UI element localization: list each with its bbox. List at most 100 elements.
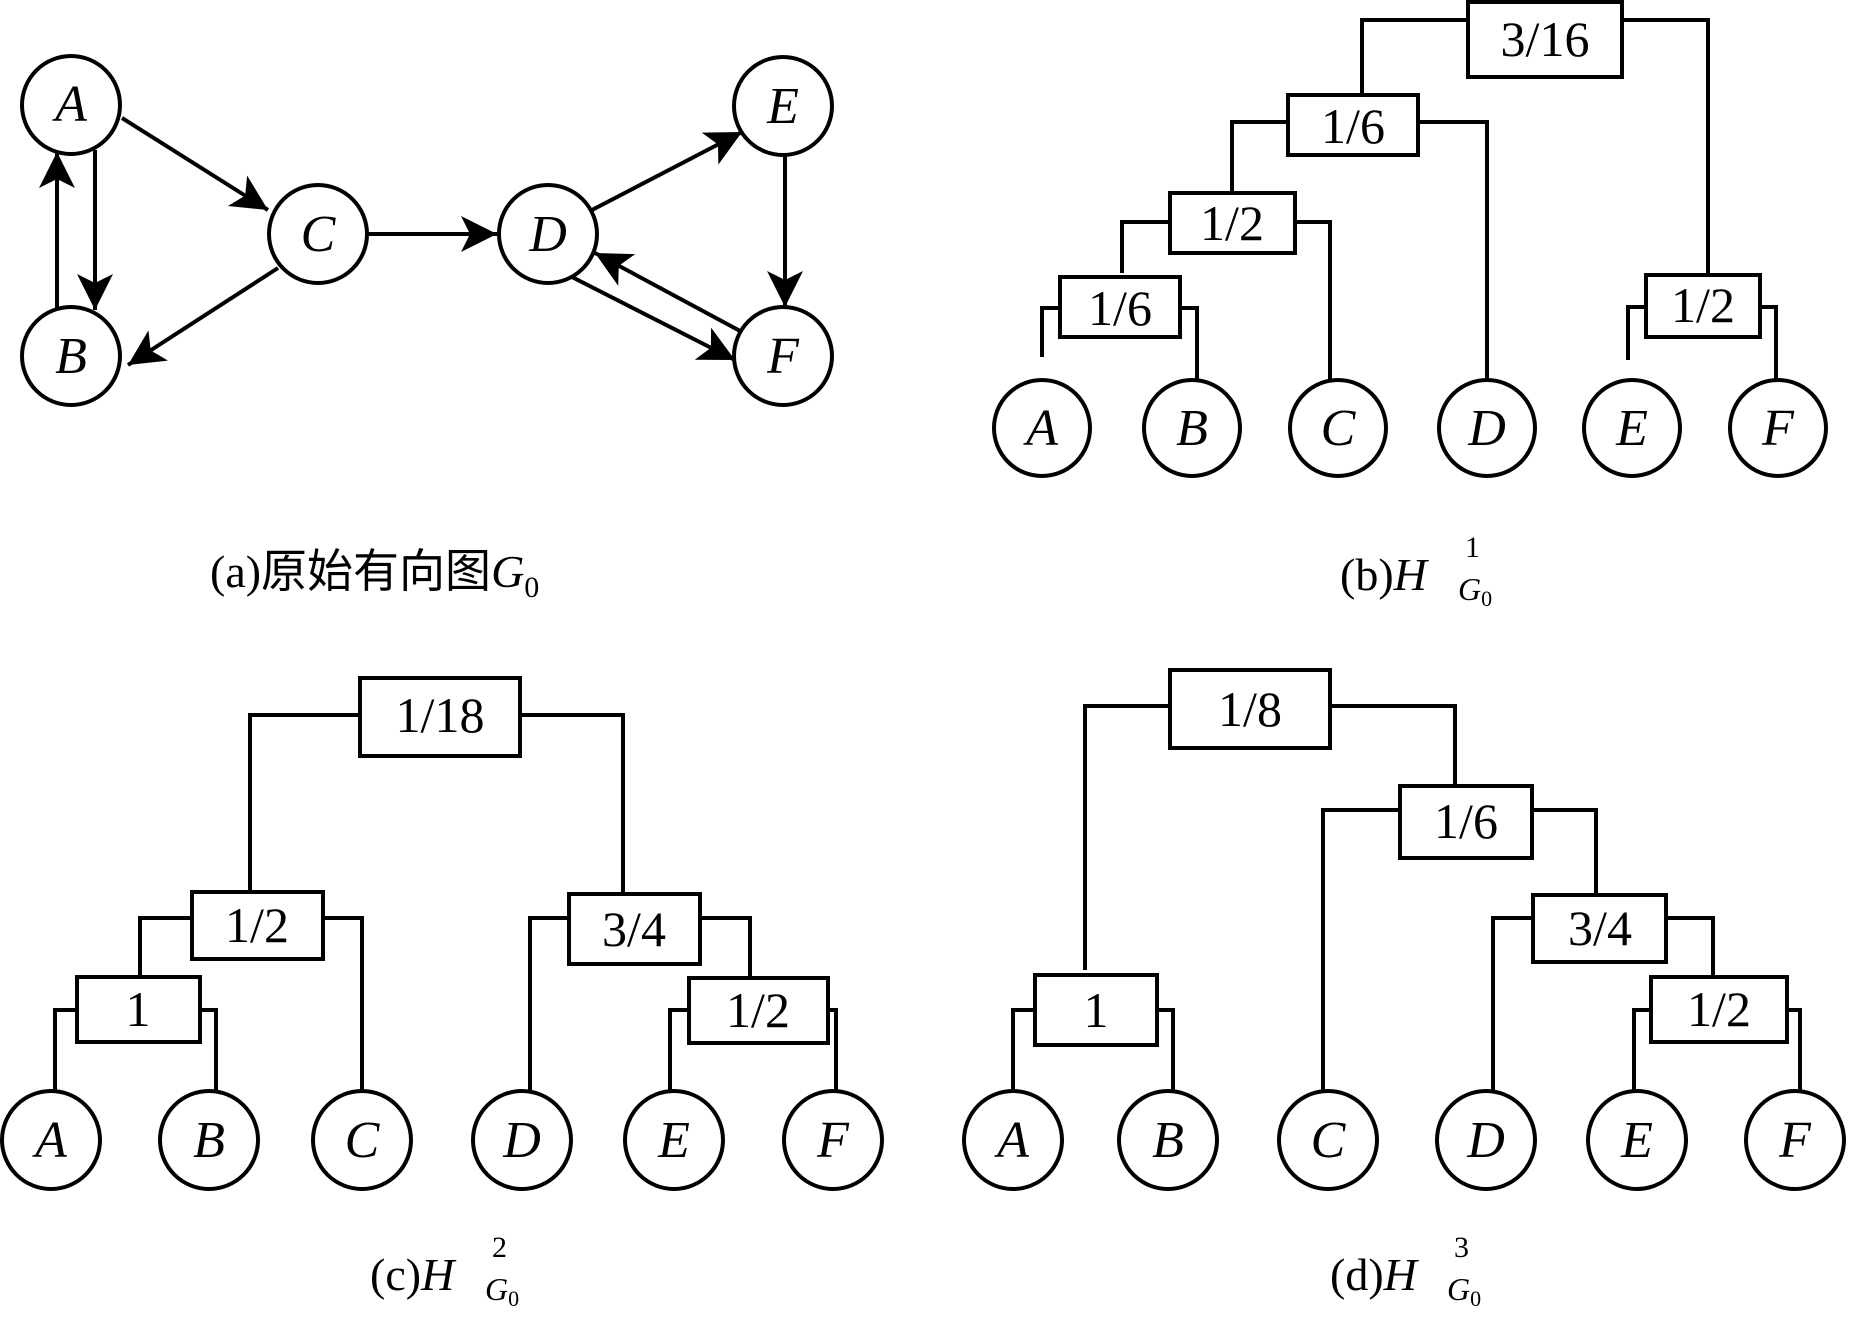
connector: [1157, 1008, 1175, 1090]
value-box: 1/6: [1398, 784, 1534, 860]
connector: [1532, 808, 1598, 895]
svg-text:C: C: [1321, 400, 1357, 457]
leaf-F: F: [1744, 1089, 1846, 1191]
svg-text:F: F: [766, 328, 800, 385]
caption-c-sup: 2: [492, 1231, 507, 1264]
connector: [1360, 18, 1468, 95]
connector: [1040, 306, 1060, 357]
svg-text:C: C: [345, 1112, 381, 1169]
svg-text:A: A: [1023, 400, 1058, 457]
value-box: 3/4: [567, 892, 702, 966]
svg-text:D: D: [528, 206, 567, 263]
node-D: D: [497, 183, 599, 285]
connector: [1295, 220, 1332, 385]
svg-text:1: 1: [126, 981, 151, 1037]
leaf-A: A: [962, 1089, 1064, 1191]
connector: [1760, 305, 1778, 385]
svg-text:1/2: 1/2: [225, 897, 289, 953]
connector: [828, 1008, 838, 1090]
leaf-D: D: [471, 1089, 573, 1191]
caption-b-sup: 1: [1465, 531, 1480, 564]
leaf-A: A: [992, 378, 1092, 478]
node-C: C: [267, 183, 369, 285]
connector: [528, 916, 569, 1090]
value-box: 1: [75, 975, 202, 1044]
leaf-E: E: [1586, 1089, 1688, 1191]
caption-a: (a)原始有向图G0: [210, 546, 539, 604]
svg-text:E: E: [766, 78, 799, 135]
edge-A-C: [120, 116, 270, 212]
node-B: B: [20, 305, 122, 407]
connector: [668, 1008, 689, 1090]
leaf-E: E: [1582, 378, 1682, 478]
svg-text:D: D: [1467, 400, 1506, 457]
svg-text:B: B: [55, 328, 87, 385]
leaf-D: D: [1437, 378, 1537, 478]
leaf-B: B: [1117, 1089, 1219, 1191]
connector: [700, 916, 752, 978]
connector: [1321, 808, 1400, 1090]
svg-text:3/16: 3/16: [1501, 11, 1590, 67]
leaf-D: D: [1435, 1089, 1537, 1191]
leaf-C: C: [1288, 378, 1388, 478]
svg-text:1: 1: [1084, 982, 1109, 1038]
value-box: 1/18: [358, 676, 522, 758]
svg-text:E: E: [657, 1112, 690, 1169]
leaf-F: F: [1728, 378, 1828, 478]
panel-b: A B C D E F 1/6 1/2 1/6 3/16 1/2 (b)H 1 …: [992, 0, 1828, 611]
connector: [1180, 306, 1199, 385]
svg-text:B: B: [1176, 400, 1208, 457]
value-box: 1/6: [1286, 93, 1420, 157]
svg-text:D: D: [502, 1112, 541, 1169]
leaf-C: C: [311, 1089, 413, 1191]
connector: [248, 713, 360, 892]
svg-text:1/2: 1/2: [1687, 981, 1751, 1037]
svg-text:A: A: [994, 1112, 1029, 1169]
panel-a: A B C D E F (a)原始有向图G0: [20, 54, 834, 604]
svg-text:E: E: [1615, 400, 1648, 457]
value-box: 1/2: [687, 976, 830, 1045]
connector: [1011, 1008, 1035, 1090]
connector: [1230, 120, 1288, 193]
svg-text:1/2: 1/2: [1671, 277, 1735, 333]
node-A: A: [20, 54, 122, 156]
svg-text:1/8: 1/8: [1218, 681, 1282, 737]
svg-text:F: F: [816, 1112, 850, 1169]
svg-text:C: C: [1311, 1112, 1347, 1169]
connector: [1491, 916, 1533, 1090]
connector: [1787, 1008, 1802, 1090]
value-box: 3/16: [1466, 0, 1624, 79]
svg-text:1/6: 1/6: [1088, 280, 1152, 336]
value-box: 1/2: [1644, 273, 1762, 339]
edge-F-D: [594, 251, 743, 334]
connector: [1120, 220, 1170, 273]
connector: [1083, 704, 1170, 970]
connector: [520, 713, 625, 892]
node-F: F: [732, 305, 834, 407]
svg-text:F: F: [1761, 400, 1795, 457]
connector: [1626, 305, 1646, 360]
value-box: 1/6: [1058, 275, 1182, 339]
node-E: E: [732, 55, 834, 157]
svg-text:D: D: [1466, 1112, 1505, 1169]
svg-text:F: F: [1778, 1112, 1812, 1169]
svg-text:1/18: 1/18: [396, 687, 485, 743]
svg-text:1/6: 1/6: [1321, 98, 1385, 154]
caption-c: (c)H: [370, 1249, 457, 1300]
caption-d-sub: G0: [1447, 1271, 1481, 1311]
svg-text:A: A: [32, 1112, 67, 1169]
edge-C-B: [126, 266, 280, 367]
svg-text:3/4: 3/4: [1568, 900, 1632, 956]
caption-b-sub: G0: [1458, 571, 1492, 611]
svg-text:B: B: [1152, 1112, 1184, 1169]
leaf-F: F: [782, 1089, 884, 1191]
value-box: 3/4: [1531, 893, 1668, 964]
value-box: 1/2: [190, 890, 325, 961]
leaf-B: B: [158, 1089, 260, 1191]
caption-c-sub: G0: [485, 1271, 519, 1311]
svg-text:1/2: 1/2: [726, 982, 790, 1038]
value-box: 1/8: [1168, 668, 1332, 750]
leaf-A: A: [0, 1089, 102, 1191]
value-box: 1/2: [1168, 191, 1297, 255]
panel-d: A B C D E F 1/8 1/6 3/4 1 1/2 (d)H 3 G0: [962, 668, 1846, 1311]
